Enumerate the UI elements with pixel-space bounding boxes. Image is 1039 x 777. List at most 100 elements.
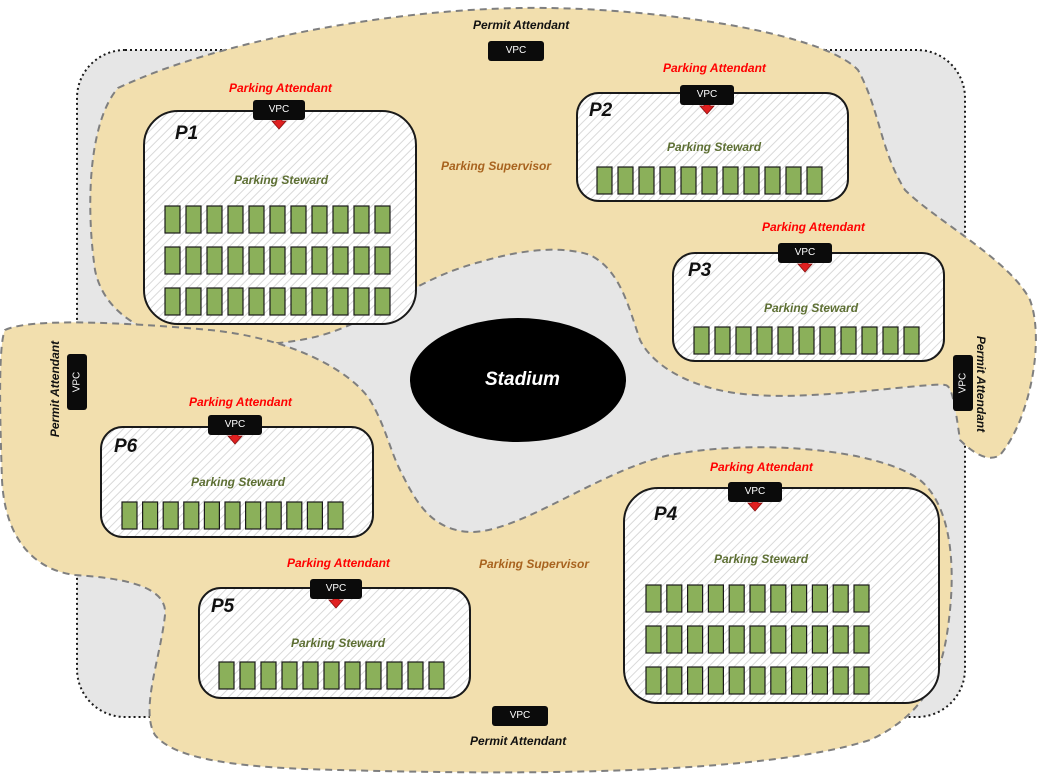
parking-space-p1	[374, 205, 391, 234]
parking-space-p4	[749, 666, 766, 695]
vpc-box-p4: VPC	[728, 482, 782, 502]
parking-attendant-label-p2: Parking Attendant	[663, 61, 766, 75]
parking-space-p4	[790, 625, 808, 654]
parking-space-p4	[770, 584, 787, 613]
permit-attendant-label-north: Permit Attendant	[473, 18, 570, 32]
lot-name-p2: P2	[589, 100, 613, 121]
parking-space-p1	[185, 246, 202, 275]
parking-space-p6	[306, 501, 323, 530]
parking-space-p1	[374, 287, 391, 316]
parking-space-p2	[806, 166, 823, 195]
parking-space-p4	[666, 666, 683, 695]
parking-space-p5	[260, 661, 277, 690]
parking-space-p6	[245, 501, 262, 530]
lot-name-p1: P1	[175, 123, 199, 144]
stadium-label: Stadium	[485, 369, 560, 390]
parking-space-p4	[832, 584, 849, 613]
parking-space-p6	[286, 501, 303, 530]
parking-space-p1	[227, 246, 244, 275]
parking-attendant-label-p5: Parking Attendant	[287, 556, 390, 570]
vpc-box-p6: VPC	[208, 415, 262, 435]
permit-attendant-label-east: Permit Attendant	[974, 335, 989, 433]
parking-space-p4	[770, 625, 787, 654]
parking-space-p1	[227, 287, 244, 316]
parking-space-p3	[861, 326, 878, 355]
parking-space-p3	[714, 326, 731, 355]
permit-attendant-label-west: Permit Attendant	[48, 340, 63, 438]
parking-space-p2	[617, 166, 634, 195]
parking-space-p1	[353, 246, 370, 275]
parking-space-p1	[227, 205, 244, 234]
parking-space-p5	[281, 661, 298, 690]
parking-space-p1	[185, 205, 202, 234]
parking-space-p4	[832, 666, 849, 695]
parking-space-p4	[770, 666, 787, 695]
parking-space-p4	[645, 584, 662, 613]
vpc-box-p5: VPC	[310, 579, 362, 599]
parking-space-p4	[790, 584, 808, 613]
parking-space-p4	[645, 666, 662, 695]
parking-attendant-label-p6: Parking Attendant	[189, 395, 292, 409]
lot-name-p6: P6	[114, 436, 138, 457]
parking-steward-label-p4: Parking Steward	[714, 552, 809, 566]
parking-space-p4	[686, 666, 704, 695]
parking-space-p1	[164, 205, 181, 234]
parking-space-p1	[248, 205, 265, 234]
parking-space-p5	[302, 661, 319, 690]
parking-space-p2	[722, 166, 739, 195]
parking-space-p1	[206, 205, 223, 234]
parking-space-p4	[811, 625, 829, 654]
parking-space-p4	[853, 584, 870, 613]
parking-steward-label-p2: Parking Steward	[667, 140, 762, 154]
parking-space-p3	[735, 326, 752, 355]
parking-space-p4	[728, 666, 745, 695]
parking-space-p6	[142, 501, 159, 530]
parking-space-p1	[248, 246, 265, 275]
parking-space-p6	[183, 501, 200, 530]
parking-space-p1	[164, 246, 181, 275]
parking-space-p1	[290, 287, 307, 316]
parking-space-p3	[903, 326, 920, 355]
parking-space-p5	[239, 661, 256, 690]
parking-attendant-label-p4: Parking Attendant	[710, 460, 813, 474]
parking-space-p5	[386, 661, 403, 690]
parking-space-p4	[790, 666, 808, 695]
parking-space-p1	[374, 246, 391, 275]
parking-space-p1	[332, 287, 349, 316]
parking-space-p4	[728, 625, 745, 654]
parking-space-p4	[666, 625, 683, 654]
parking-steward-label-p1: Parking Steward	[234, 173, 329, 187]
parking-supervisor-label-north: Parking Supervisor	[441, 159, 552, 173]
permit-attendant-label-south: Permit Attendant	[470, 734, 567, 748]
parking-space-p1	[269, 246, 286, 275]
parking-supervisor-label-south: Parking Supervisor	[479, 557, 590, 571]
parking-space-p2	[596, 166, 613, 195]
parking-space-p4	[666, 584, 683, 613]
parking-space-p4	[686, 625, 704, 654]
parking-space-p1	[164, 287, 181, 316]
vpc-box-p1: VPC	[253, 100, 305, 120]
parking-space-p2	[785, 166, 802, 195]
parking-steward-label-p6: Parking Steward	[191, 475, 286, 489]
lot-name-p4: P4	[654, 504, 678, 525]
parking-space-p4	[811, 666, 829, 695]
parking-space-p1	[269, 287, 286, 316]
parking-space-p3	[819, 326, 836, 355]
parking-space-p5	[428, 661, 445, 690]
vpc-box-east: VPC	[953, 355, 973, 411]
parking-space-p2	[659, 166, 676, 195]
parking-attendant-label-p3: Parking Attendant	[762, 220, 865, 234]
parking-steward-label-p3: Parking Steward	[764, 301, 859, 315]
parking-space-p2	[638, 166, 655, 195]
parking-space-p4	[707, 584, 725, 613]
parking-space-p3	[756, 326, 773, 355]
stadium-shape	[410, 318, 626, 442]
parking-space-p3	[882, 326, 899, 355]
lot-name-p3: P3	[688, 260, 712, 281]
parking-space-p4	[832, 625, 849, 654]
parking-space-p1	[311, 246, 328, 275]
parking-space-p1	[248, 287, 265, 316]
parking-space-p1	[185, 287, 202, 316]
parking-space-p4	[853, 666, 870, 695]
